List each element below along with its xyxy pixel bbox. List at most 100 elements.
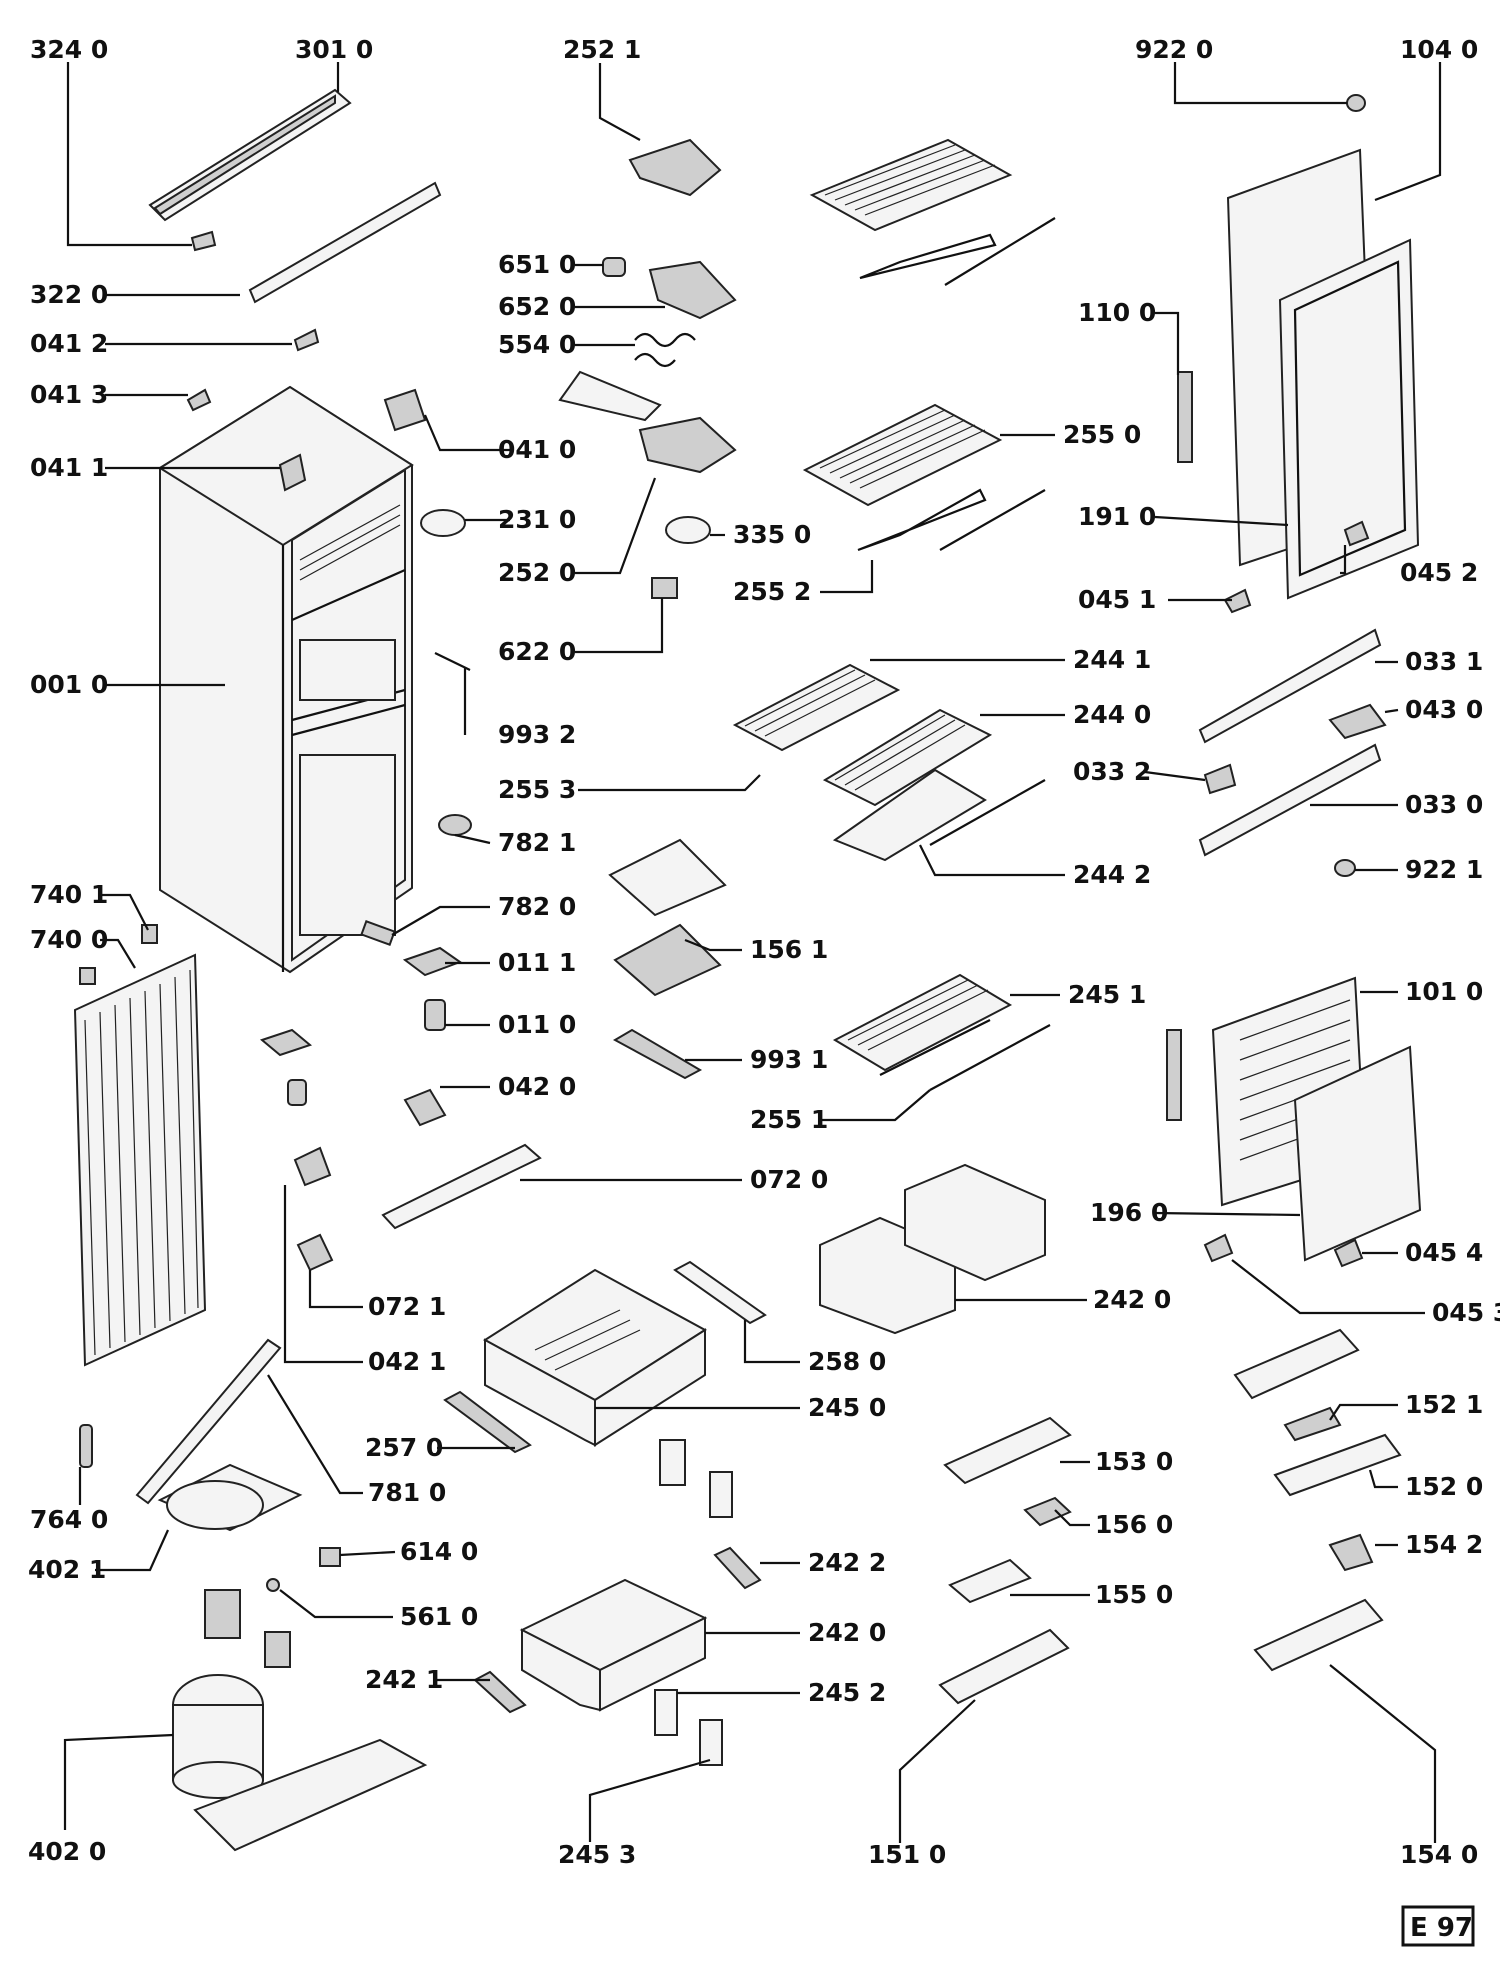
label-001-0: 001 0 xyxy=(30,670,108,699)
label-041-1: 041 1 xyxy=(30,453,108,482)
label-993-2: 993 2 xyxy=(498,720,576,749)
label-153-0: 153 0 xyxy=(1095,1447,1173,1476)
part-clip-7400 xyxy=(79,967,96,985)
label-072-1: 072 1 xyxy=(368,1292,446,1321)
part-egg-tray-1550 xyxy=(948,1558,1032,1604)
part-clip-0453 xyxy=(1203,1233,1234,1263)
part-ice-tray-1561 xyxy=(613,923,722,997)
part-drip-tray-4021 xyxy=(157,1463,303,1532)
stamp-text: E 97 xyxy=(1410,1913,1473,1943)
part-bracket-0420 xyxy=(403,1088,447,1127)
label-104-0: 104 0 xyxy=(1400,35,1478,64)
label-255-0: 255 0 xyxy=(1063,420,1141,449)
part-door-shelf-1521 xyxy=(1233,1328,1360,1400)
part-rail-2570 xyxy=(443,1390,532,1454)
part-drawer-2420-lower xyxy=(519,1578,708,1712)
part-bracket-0430 xyxy=(1328,703,1387,740)
part-shelf-2441 xyxy=(732,663,901,752)
label-042-1: 042 1 xyxy=(368,1347,446,1376)
label-011-1: 011 1 xyxy=(498,948,576,977)
part-condenser xyxy=(73,953,207,1367)
label-011-0: 011 0 xyxy=(498,1010,576,1039)
part-cap-7821 xyxy=(438,814,472,836)
part-clip-1542 xyxy=(1328,1533,1374,1572)
label-041-2: 041 2 xyxy=(30,329,108,358)
part-box-a xyxy=(204,1589,241,1639)
label-301-0: 301 0 xyxy=(295,35,373,64)
label-041-0: 041 0 xyxy=(498,435,576,464)
part-shelf-2442 xyxy=(832,768,987,862)
label-402-1: 402 1 xyxy=(28,1555,106,1584)
label-554-0: 554 0 xyxy=(498,330,576,359)
part-clip-0452 xyxy=(1343,520,1370,547)
label-242-2: 242 2 xyxy=(808,1548,886,1577)
part-knob-5610 xyxy=(266,1578,280,1592)
part-bracket-0721 xyxy=(293,1146,332,1187)
part-compressor-4020 xyxy=(172,1674,264,1799)
label-242-0-lower: 242 0 xyxy=(808,1618,886,1647)
label-045-4: 045 4 xyxy=(1405,1238,1483,1267)
part-clip-0412 xyxy=(293,328,320,352)
part-plate-2310 xyxy=(420,509,466,537)
label-255-3: 255 3 xyxy=(498,775,576,804)
part-top-trim-lower xyxy=(248,181,442,304)
part-clip-0332 xyxy=(1203,763,1237,795)
part-clip-324 xyxy=(190,230,217,252)
part-rail-2422 xyxy=(713,1546,762,1590)
label-652-0: 652 0 xyxy=(498,292,576,321)
part-hinge-0411 xyxy=(278,453,307,492)
label-782-0: 782 0 xyxy=(498,892,576,921)
label-257-0: 257 0 xyxy=(365,1433,443,1462)
part-shelf-upper xyxy=(809,138,1056,286)
label-042-0: 042 0 xyxy=(498,1072,576,1101)
label-041-3: 041 3 xyxy=(30,380,108,409)
part-knob-6510 xyxy=(602,257,626,277)
part-pin-7640 xyxy=(79,1424,93,1468)
label-245-2: 245 2 xyxy=(808,1678,886,1707)
part-clip-0451 xyxy=(1223,588,1252,614)
label-244-1: 244 1 xyxy=(1073,645,1151,674)
part-rail-2580 xyxy=(673,1260,767,1325)
part-clip-0454 xyxy=(1333,1238,1364,1268)
label-154-2: 154 2 xyxy=(1405,1530,1483,1559)
label-191-0: 191 0 xyxy=(1078,502,1156,531)
label-156-0: 156 0 xyxy=(1095,1510,1173,1539)
label-922-0: 922 0 xyxy=(1135,35,1213,64)
part-tube-7820 xyxy=(360,920,396,946)
part-shelf-2550 xyxy=(802,403,1046,552)
part-lamp-cover-3350 xyxy=(665,516,711,544)
part-foot-0111 xyxy=(402,946,463,977)
label-155-0: 155 0 xyxy=(1095,1580,1173,1609)
label-252-1: 252 1 xyxy=(563,35,641,64)
label-151-0: 151 0 xyxy=(868,1840,946,1869)
part-tube-7810 xyxy=(135,1338,282,1505)
label-740-1: 740 1 xyxy=(30,880,108,909)
part-door-shelf-1530 xyxy=(943,1416,1072,1485)
label-782-1: 782 1 xyxy=(498,828,576,857)
label-196-0: 196 0 xyxy=(1090,1198,1168,1227)
label-781-0: 781 0 xyxy=(368,1478,446,1507)
part-clip-1521 xyxy=(1283,1406,1342,1442)
part-door-shelf-1520 xyxy=(1273,1433,1402,1497)
label-764-0: 764 0 xyxy=(30,1505,108,1534)
part-crisper-2450 xyxy=(483,1268,707,1447)
part-upper-door xyxy=(1177,148,1420,600)
label-033-0: 033 0 xyxy=(1405,790,1483,819)
part-bracket-2453b xyxy=(709,1471,733,1518)
part-bracket-0410 xyxy=(383,388,427,432)
part-scraper-9931 xyxy=(612,1028,703,1080)
part-housing-6520 xyxy=(648,260,737,320)
part-foot-0110 xyxy=(424,999,446,1031)
label-922-1: 922 1 xyxy=(1405,855,1483,884)
part-spring-5540 xyxy=(634,332,696,368)
label-242-0-upper: 242 0 xyxy=(1093,1285,1171,1314)
part-door-shelf-1540 xyxy=(1253,1598,1384,1672)
label-072-0: 072 0 xyxy=(750,1165,828,1194)
label-101-0: 101 0 xyxy=(1405,977,1483,1006)
part-bracket-0421 xyxy=(296,1233,334,1272)
label-033-1: 033 1 xyxy=(1405,647,1483,676)
label-154-0: 154 0 xyxy=(1400,1840,1478,1869)
part-switch-6220 xyxy=(651,577,678,599)
part-base-plate xyxy=(193,1738,428,1852)
label-152-0: 152 0 xyxy=(1405,1472,1483,1501)
